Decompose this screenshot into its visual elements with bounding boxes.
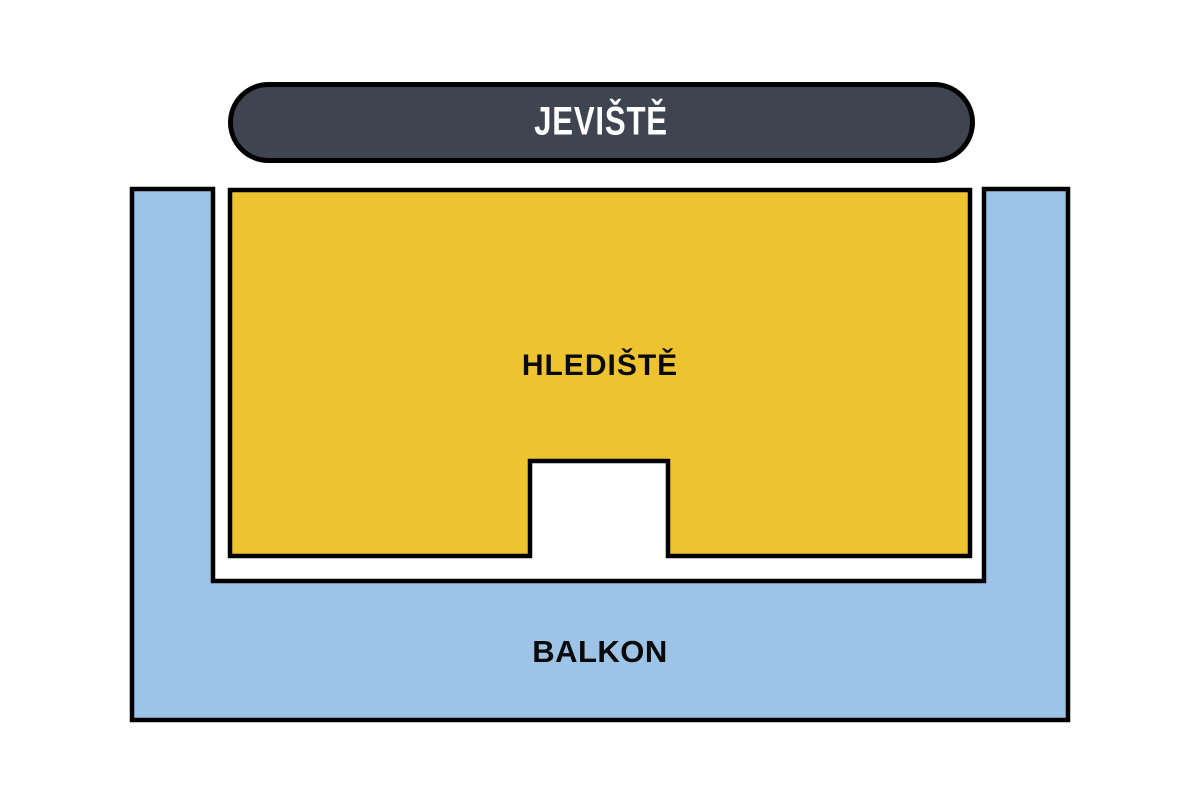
balcony-shape[interactable] [129, 186, 1071, 723]
balcony-label: BALKON [532, 634, 668, 669]
auditorium-label: HLEDIŠTĚ [521, 349, 679, 382]
stage-shape[interactable] [228, 82, 975, 163]
auditorium-shape[interactable] [227, 187, 973, 559]
stage-label: JEVIŠTĚ [534, 99, 668, 144]
